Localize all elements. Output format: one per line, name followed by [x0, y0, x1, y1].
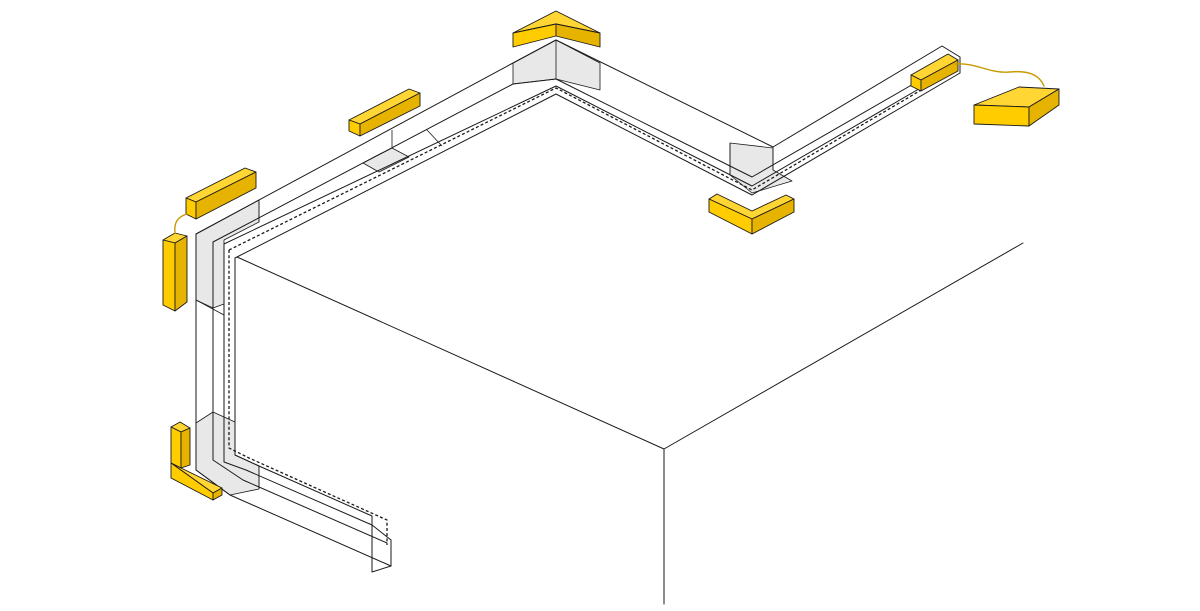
profile-inner-edge [212, 241, 388, 544]
profile-top-inner-edge [212, 63, 949, 243]
power-supply-box [973, 86, 1060, 127]
cabinet-top-left-edge [236, 256, 665, 450]
profile-lower-lip-top [234, 72, 961, 259]
profile-channel-floor-top [223, 71, 949, 245]
left-module-wire [174, 213, 188, 234]
led-strip-path-top [228, 69, 956, 251]
left-corner-connector [195, 199, 260, 309]
chevron-module-bottom-left [170, 421, 223, 501]
profile-outer-edge [195, 233, 392, 567]
aluminium-profile-track [195, 39, 961, 573]
divider-3 [426, 129, 443, 147]
upper-left-joint [362, 147, 410, 173]
profile-end-cap [371, 524, 392, 573]
bar-module-upper [348, 88, 421, 137]
led-strip-path [228, 250, 388, 545]
cabinet-top-right-edge [663, 242, 1024, 450]
light-modules [162, 10, 1060, 501]
bar-module-right-end [910, 53, 959, 92]
chevron-module-top [512, 10, 601, 48]
profile-segment-dividers [195, 129, 774, 489]
bar-module-left-vertical [162, 232, 188, 312]
divider-6 [195, 299, 225, 316]
bar-module-left-upper [185, 167, 257, 220]
power-supply-wire [954, 63, 1045, 87]
profile-channel-floor [223, 243, 373, 526]
cabinet-box [236, 242, 1024, 605]
chevron-module-valley [708, 193, 795, 235]
